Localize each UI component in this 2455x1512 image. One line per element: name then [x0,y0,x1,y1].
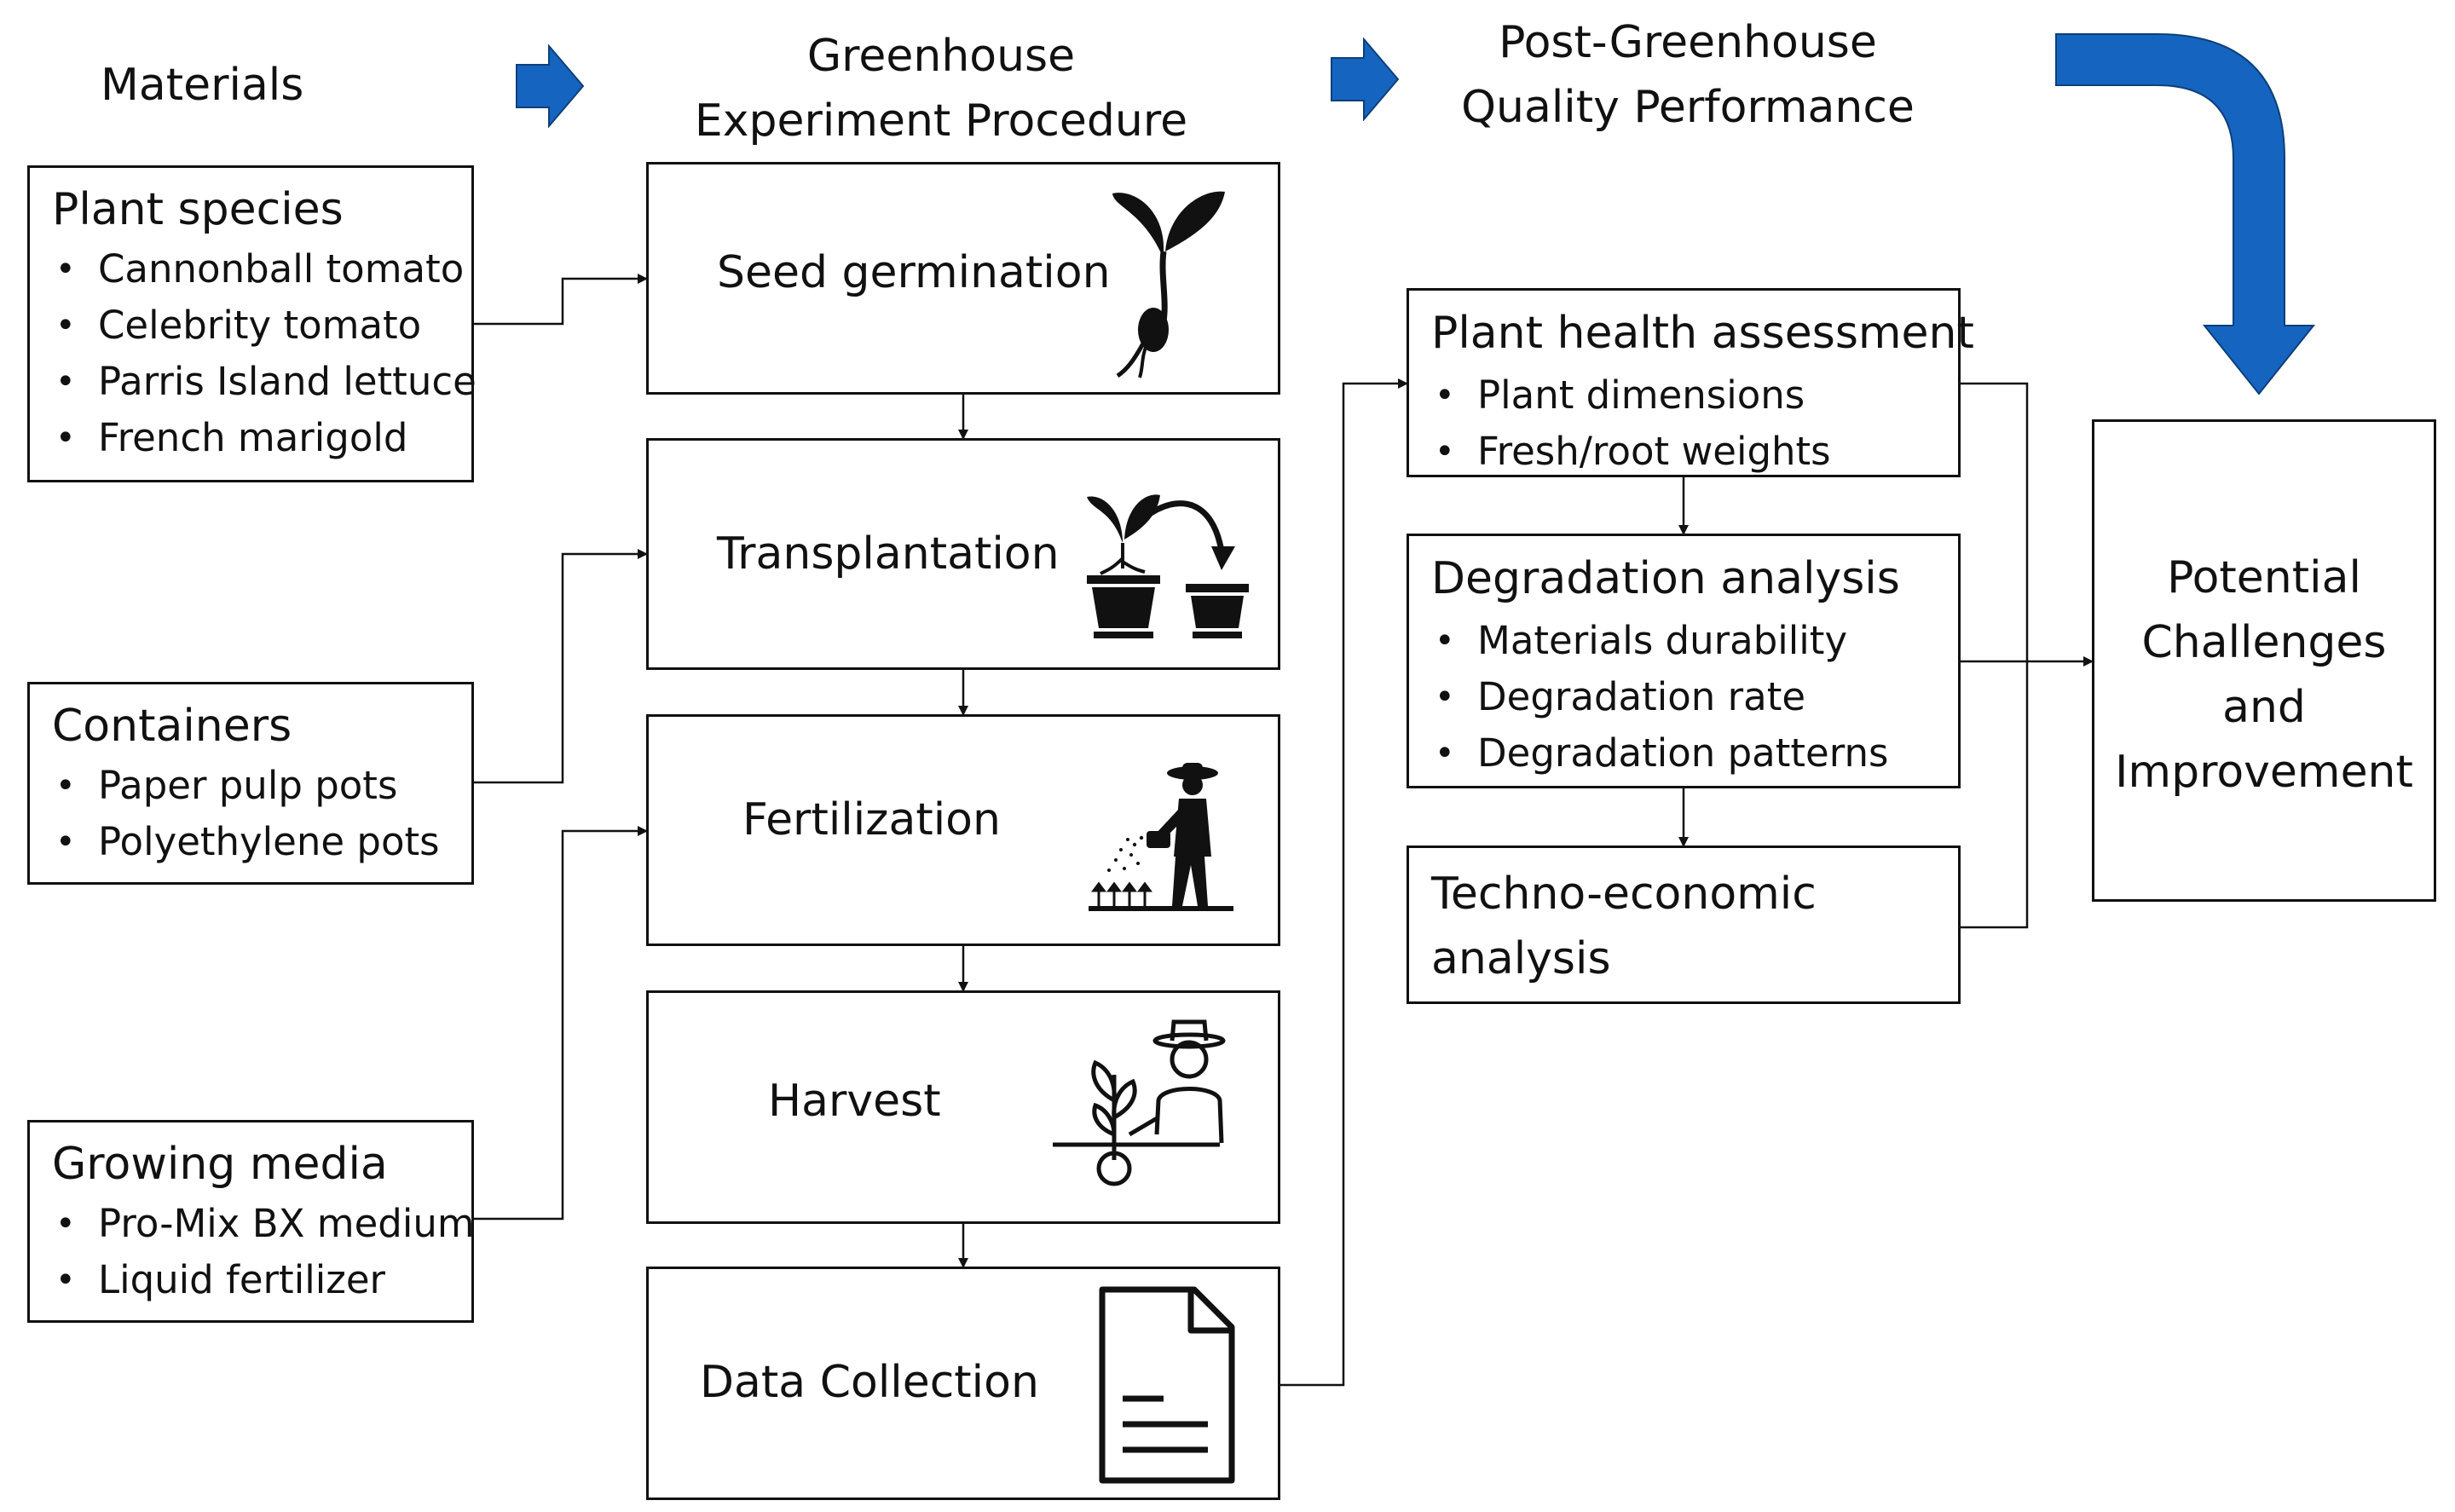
step-seed-germination: Seed germination [646,162,1280,395]
post-greenhouse-header: Post-Greenhouse Quality Performance [1432,10,1944,140]
result-line3: and [2222,682,2306,733]
containers-box: Containers Paper pulp pots Polyethylene … [27,682,474,885]
list-item: Parris Island lettuce [52,354,477,410]
greenhouse-header: Greenhouse Experiment Procedure [685,24,1197,153]
plant-species-list: Cannonball tomato Celebrity tomato Parri… [52,241,477,466]
step-label: Seed germination [717,247,1111,298]
result-line1: Potential [2167,552,2361,603]
degradation-box: Degradation analysis Materials durabilit… [1407,534,1961,788]
post-greenhouse-header-line2: Quality Performance [1461,82,1915,133]
materials-header: Materials [101,60,304,111]
list-item: Celebrity tomato [52,297,477,354]
step-label: Harvest [768,1076,941,1127]
list-item: Degradation patterns [1431,725,1888,782]
result-line2: Challenges [2141,617,2387,668]
list-item: Cannonball tomato [52,241,477,297]
farmer-watering-icon [1089,763,1233,911]
transplant-pots-icon [1087,494,1249,638]
techno-economic-title-line2: analysis [1431,933,1611,984]
curved-down-arrow-icon [2055,33,2316,395]
step-label: Data Collection [700,1357,1039,1408]
plant-species-title: Plant species [52,184,344,235]
list-item: Degradation rate [1431,669,1888,725]
plant-health-box: Plant health assessment Plant dimensions… [1407,288,1974,480]
degradation-title: Degradation analysis [1431,553,1900,604]
potential-challenges-label: Potential Challenges and Improvement [2094,545,2434,805]
step-label: Fertilization [742,794,1001,845]
containers-list: Paper pulp pots Polyethylene pots [52,758,440,870]
growing-media-box: Growing media Pro-Mix BX medium Liquid f… [27,1120,475,1323]
seedling-icon [1112,191,1225,378]
containers-title: Containers [52,701,292,752]
step-transplantation: Transplantation [646,438,1280,670]
right-arrow-icon [1331,38,1400,121]
list-item: Liquid fertilizer [52,1252,475,1308]
degradation-list: Materials durability Degradation rate De… [1431,613,1888,782]
post-greenhouse-header-line1: Post-Greenhouse [1499,17,1877,68]
growing-media-title: Growing media [52,1139,388,1190]
step-harvest: Harvest [646,990,1280,1224]
growing-media-list: Pro-Mix BX medium Liquid fertilizer [52,1196,475,1308]
plant-species-box: Plant species Cannonball tomato Celebrit… [27,165,477,482]
document-icon [1099,1286,1235,1484]
list-item: French marigold [52,410,477,466]
greenhouse-header-line2: Experiment Procedure [694,95,1188,147]
techno-economic-title-line1: Techno-economic [1431,869,1817,920]
list-item: Polyethylene pots [52,814,440,870]
step-fertilization: Fertilization [646,714,1280,946]
list-item: Fresh/root weights [1431,424,1831,480]
list-item: Paper pulp pots [52,758,440,814]
right-arrow-icon [516,44,585,128]
step-data-collection: Data Collection [646,1267,1280,1500]
potential-challenges-box: Potential Challenges and Improvement [2092,419,2436,902]
techno-economic-title: Techno-economic analysis [1431,862,1817,991]
plant-health-list: Plant dimensions Fresh/root weights [1431,367,1831,480]
result-line4: Improvement [2115,747,2413,798]
plant-health-title: Plant health assessment [1431,308,1974,359]
list-item: Materials durability [1431,613,1888,669]
farmer-harvest-icon [1053,1019,1226,1186]
techno-economic-box: Techno-economic analysis [1407,845,1961,1004]
greenhouse-header-line1: Greenhouse [806,31,1076,82]
list-item: Pro-Mix BX medium [52,1196,475,1252]
step-label: Transplantation [717,528,1060,580]
list-item: Plant dimensions [1431,367,1831,424]
